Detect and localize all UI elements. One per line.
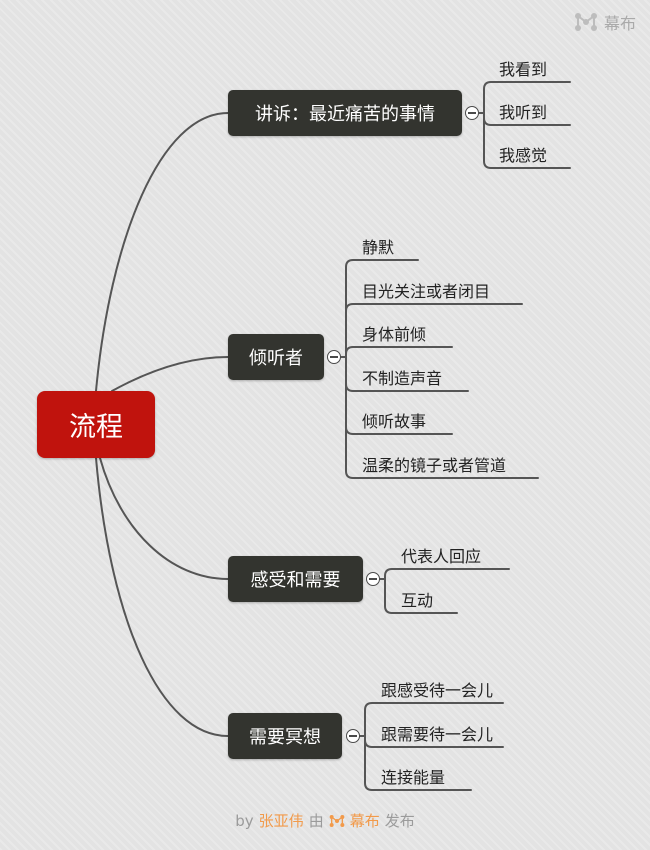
footer-author-link[interactable]: 张亚伟	[258, 812, 304, 830]
branch-node-4[interactable]: 需要冥想	[228, 713, 342, 759]
leaf-2-3[interactable]: 身体前倾	[362, 325, 427, 344]
leaf-1-2[interactable]: 我听到	[499, 103, 548, 122]
branch-node-3[interactable]: 感受和需要	[228, 556, 363, 602]
collapse-toggle-1[interactable]	[465, 106, 479, 120]
brand-name: 幕布	[603, 14, 636, 33]
footer-by: by	[235, 811, 254, 830]
leaf-3-2[interactable]: 互动	[401, 591, 434, 610]
mubu-logo-icon	[574, 12, 598, 32]
collapse-toggle-2[interactable]	[327, 350, 341, 364]
connector-leaf-2-3	[345, 346, 453, 358]
leaf-2-2[interactable]: 目光关注或者闭目	[362, 282, 491, 301]
footer-product-link[interactable]: 幕布	[349, 812, 380, 830]
footer-via: 由	[308, 812, 324, 830]
root-node[interactable]: 流程	[37, 391, 155, 458]
connector-leaf-1-1	[483, 81, 571, 114]
connector-root-branch-4	[95, 457, 229, 737]
leaf-2-6[interactable]: 温柔的镜子或者管道	[362, 456, 507, 475]
connector-leaf-2-1	[345, 259, 419, 358]
connector-leaf-4-1	[364, 702, 504, 737]
connector-leaf-2-2	[345, 303, 523, 358]
leaf-2-1[interactable]: 静默	[362, 238, 395, 257]
connector-leaf-3-1	[384, 568, 510, 580]
connector-leaf-1-3	[483, 112, 571, 169]
leaf-2-5[interactable]: 倾听故事	[362, 412, 427, 431]
leaf-1-1[interactable]: 我看到	[499, 60, 548, 79]
connector-leaf-2-6	[345, 356, 539, 479]
connector-leaf-3-2	[384, 578, 458, 614]
branch-node-1[interactable]: 讲诉：最近痛苦的事情	[228, 90, 462, 136]
leaf-3-1[interactable]: 代表人回应	[401, 547, 482, 566]
connector-root-branch-2	[111, 356, 229, 392]
connector-leaf-4-3	[364, 735, 472, 791]
leaf-4-3[interactable]: 连接能量	[381, 768, 446, 787]
footer-action: 发布	[384, 812, 415, 830]
brand-watermark: 幕布	[574, 10, 636, 34]
leaf-4-1[interactable]: 跟感受待一会儿	[381, 681, 494, 700]
connector-root-branch-3	[99, 457, 229, 580]
collapse-toggle-4[interactable]	[346, 729, 360, 743]
branch-node-2[interactable]: 倾听者	[228, 334, 324, 380]
collapse-toggle-3[interactable]	[366, 572, 380, 586]
leaf-1-3[interactable]: 我感觉	[499, 146, 548, 165]
leaf-4-2[interactable]: 跟需要待一会儿	[381, 725, 494, 744]
leaf-2-4[interactable]: 不制造声音	[362, 369, 443, 388]
connector-root-branch-1	[95, 112, 229, 392]
mubu-logo-icon	[329, 814, 345, 828]
footer-credit: by 张亚伟 由 幕布 发布	[0, 810, 650, 831]
